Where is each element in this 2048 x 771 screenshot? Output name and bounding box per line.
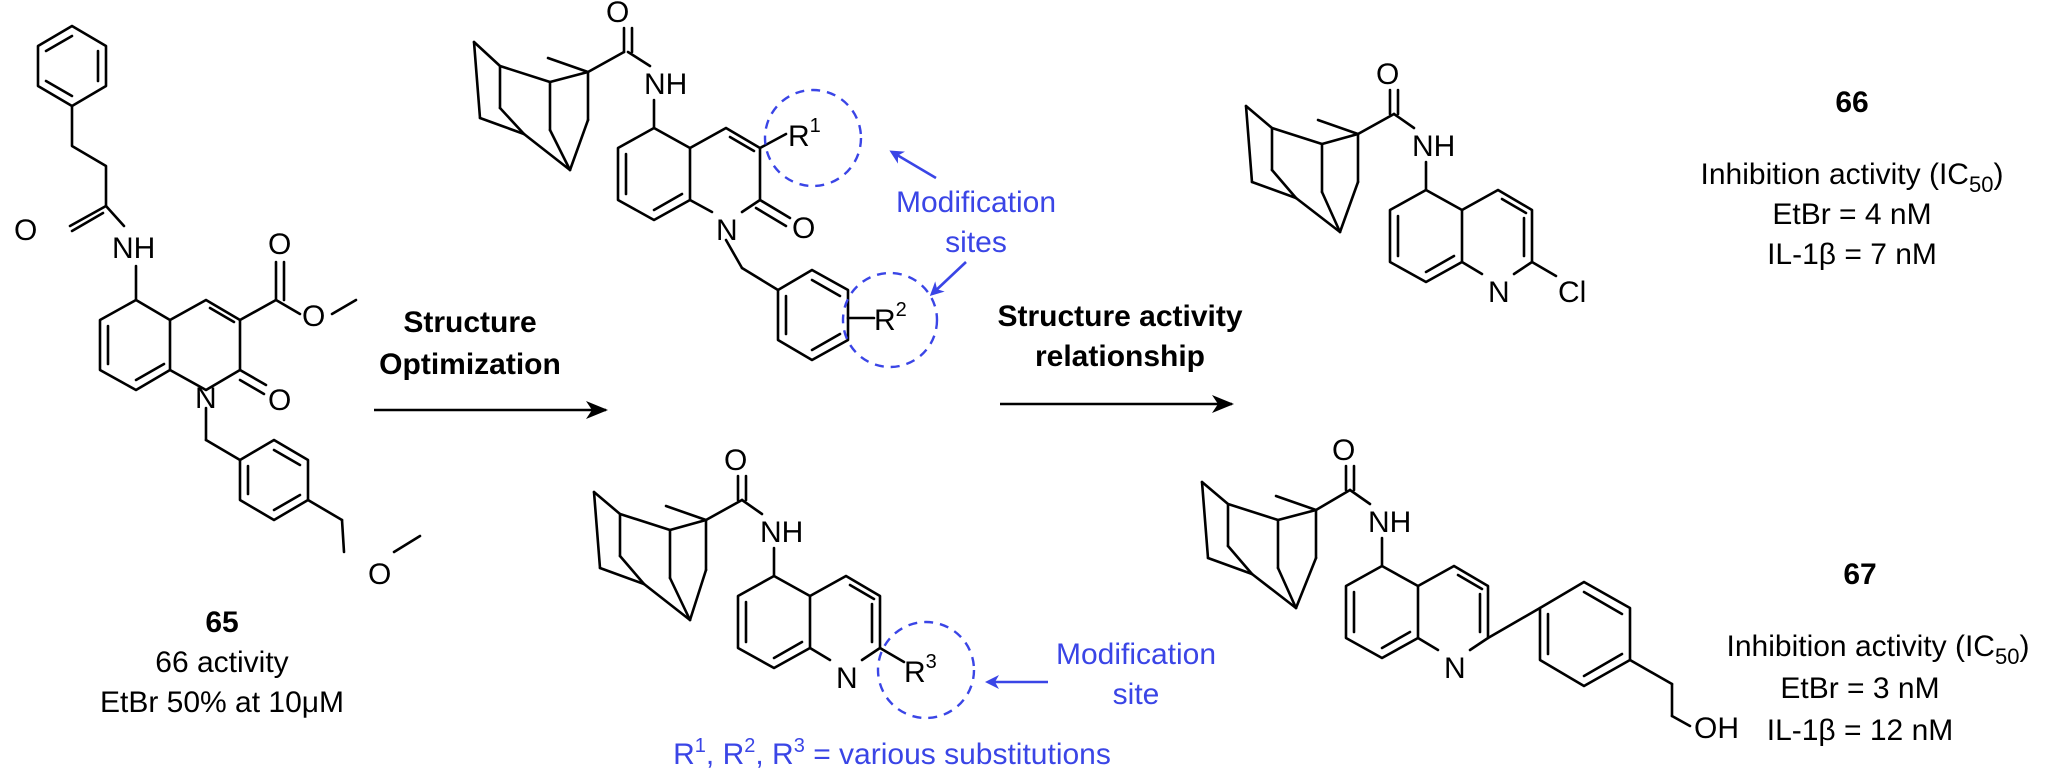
atom-o-amide-65: O xyxy=(14,214,37,247)
modification-sites-line2: sites xyxy=(945,226,1007,259)
compound-66-il1b: IL-1β = 7 nM xyxy=(1767,238,1937,271)
compound-67-il1b: IL-1β = 12 nM xyxy=(1767,714,1954,747)
atom-cl-66: Cl xyxy=(1558,276,1586,309)
arrow2-label-line1: Structure activity xyxy=(997,300,1242,333)
atom-n-67: N xyxy=(1444,652,1466,685)
atom-o-scaffold2: O xyxy=(724,444,747,477)
compound-66-number: 66 xyxy=(1835,86,1868,119)
r2-modification-circle xyxy=(841,271,939,369)
scaffold-quinoline-structure xyxy=(592,474,906,670)
r-groups-definition: R1, R2, R3 = various substitutions xyxy=(673,735,1111,771)
atom-nh-66: NH xyxy=(1412,130,1455,163)
atom-o-ketone-scaffold1: O xyxy=(792,212,815,245)
arrow1-label-line2: Optimization xyxy=(379,348,561,381)
atom-n-66: N xyxy=(1488,276,1510,309)
atom-o-67: O xyxy=(1332,434,1355,467)
modification-site-line1: Modification xyxy=(1056,638,1216,671)
compound-67-number: 67 xyxy=(1843,558,1876,591)
compound-65-number: 65 xyxy=(205,606,238,639)
atom-o-ester-carbonyl-65: O xyxy=(268,228,291,261)
compound-66-structure xyxy=(1244,88,1558,284)
compound-67-activity-label: Inhibition activity (IC50) xyxy=(1727,630,2030,669)
atom-n-65: N xyxy=(195,382,217,415)
compound-65-activity: 66 activity xyxy=(155,646,288,679)
atom-nh-scaffold2: NH xyxy=(760,516,803,549)
compound-66-activity-label: Inhibition activity (IC50) xyxy=(1701,158,2004,197)
atom-o-ketone-65: O xyxy=(268,384,291,417)
atom-nh-67: NH xyxy=(1368,506,1411,539)
compound-65-etbr: EtBr 50% at 10μM xyxy=(100,686,344,719)
atom-n-scaffold1: N xyxy=(716,214,738,247)
arrow-to-r1 xyxy=(889,150,937,180)
atom-nh-65: NH xyxy=(112,232,155,265)
arrow-to-r2 xyxy=(929,261,967,297)
atom-n-scaffold2: N xyxy=(836,662,858,695)
atom-o-66: O xyxy=(1376,58,1399,91)
compound-65-structure xyxy=(36,24,422,554)
r2-label: R2 xyxy=(874,299,907,337)
atom-o-scaffold1: O xyxy=(606,0,629,29)
arrow2-label-line2: relationship xyxy=(1035,340,1205,373)
atom-o-ester-65: O xyxy=(302,300,325,333)
r1-modification-circle xyxy=(763,88,863,188)
modification-site-line2: site xyxy=(1113,678,1160,711)
modification-sites-line1: Modification xyxy=(896,186,1056,219)
scaffold-quinolinone-structure xyxy=(472,26,876,362)
atom-nh-scaffold1: NH xyxy=(644,68,687,101)
r1-label: R1 xyxy=(788,115,821,153)
compound-67-etbr: EtBr = 3 nM xyxy=(1780,672,1939,705)
r3-label: R3 xyxy=(904,651,937,689)
atom-o-methoxy-65: O xyxy=(368,558,391,591)
atom-oh-67: OH xyxy=(1694,712,1739,745)
r3-modification-circle xyxy=(876,620,976,720)
arrow1-label-line1: Structure xyxy=(403,306,536,339)
compound-67-structure xyxy=(1200,464,1692,728)
compound-66-etbr: EtBr = 4 nM xyxy=(1772,198,1931,231)
